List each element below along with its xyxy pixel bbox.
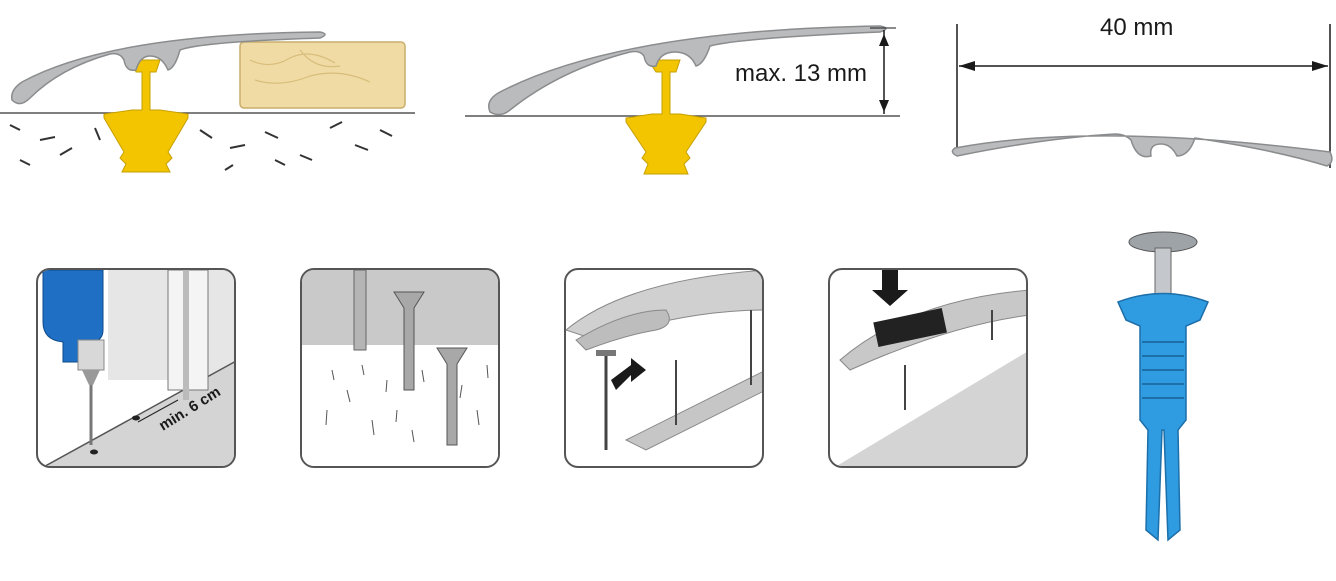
step-insert-dowels	[300, 268, 500, 468]
pressing-block	[873, 307, 947, 347]
width-dimension-label: 40 mm	[1100, 14, 1174, 41]
drill-bit-icon	[353, 270, 367, 351]
step-press-profile	[828, 268, 1028, 468]
profile-cross-section	[951, 133, 1333, 167]
transition-profile	[10, 31, 326, 105]
dowel-anchor-2	[625, 59, 707, 175]
blue-anchor-with-nail	[1108, 230, 1218, 545]
profile-height-diagram: max. 13 mm	[460, 20, 900, 180]
height-dimension-label: max. 13 mm	[735, 60, 868, 87]
down-arrow-icon	[872, 270, 908, 306]
step-drill-holes: min. 6 cm	[36, 268, 236, 468]
transition-profile-2	[488, 25, 887, 116]
blue-anchor-body	[1116, 292, 1210, 542]
arrow-icon	[611, 358, 646, 390]
profile-with-floor-diagram	[0, 20, 420, 180]
wood-floor-plank	[239, 41, 406, 109]
concrete-texture	[325, 364, 489, 443]
step-fix-profile	[564, 268, 764, 468]
dowel-anchor	[103, 59, 189, 173]
profile-width-diagram: 40 mm	[945, 10, 1336, 180]
